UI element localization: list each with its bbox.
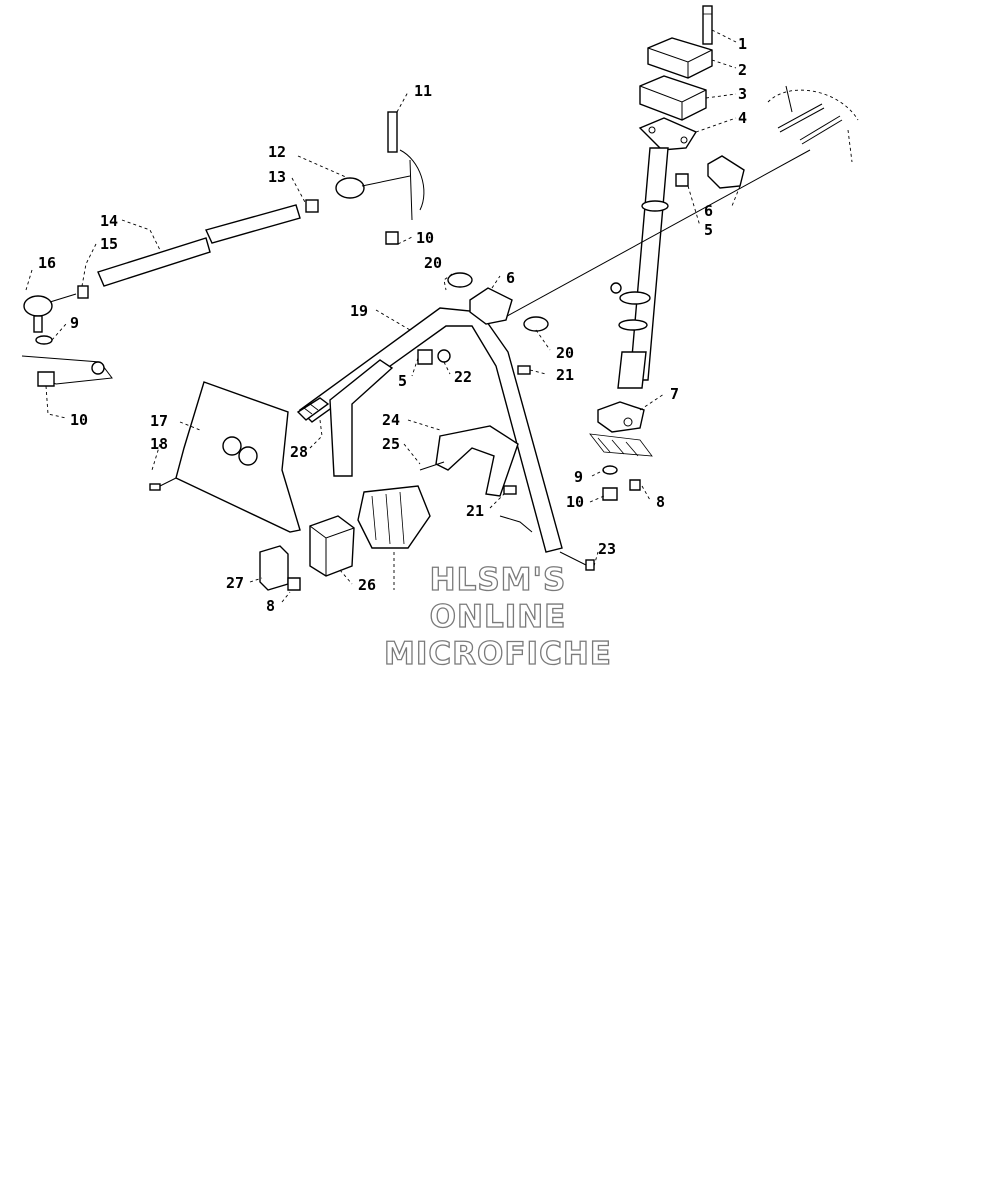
callout-21-lower: 21 [466,502,484,520]
bolt-part-11 [387,111,398,153]
bolt-part-18 [149,483,161,491]
nut-part-5-center [417,349,433,365]
lower-components [259,485,431,591]
callout-15: 15 [100,235,118,253]
regulator-assembly [357,485,431,549]
post-bushing [617,351,647,389]
jam-nut-part-15 [77,285,89,299]
callout-14: 14 [100,212,118,230]
steering-support-tube [298,307,563,553]
callout-24: 24 [382,411,400,429]
callout-25: 25 [382,435,400,453]
bolt-part-23 [585,559,595,571]
steering-support-frame [296,272,595,571]
callout-labels: 1 2 3 4 6 5 11 12 13 10 14 15 16 9 10 20… [38,35,747,615]
watermark-line-3: MICROFICHE [384,636,612,672]
jam-nut-part-13 [305,199,319,213]
callout-13: 13 [268,168,286,186]
callout-12: 12 [268,143,286,161]
callout-10-left: 10 [70,411,88,429]
callout-2: 2 [738,61,747,79]
callout-28: 28 [290,443,308,461]
grommet-part-20-lower [523,316,549,332]
callout-10-upper: 10 [416,229,434,247]
tie-rod-lower-section [97,237,211,287]
callout-8-lower: 8 [266,597,275,615]
box-part-26 [309,515,355,577]
bearing-block-upper [647,37,713,79]
post-collar-mid [619,291,651,305]
nut-part-10-lower [602,487,618,501]
tie-rod-upper-section [205,204,301,244]
watermark-line-2: ONLINE [430,599,567,635]
leader-lines [25,29,741,603]
bracket-part-27 [259,545,289,591]
bushing-part-22 [437,349,451,363]
callout-27: 27 [226,574,244,592]
steering-post-assembly [499,5,859,501]
nut-part-10-upper [385,231,399,245]
nut-part-8-right [629,479,641,491]
callout-3: 3 [738,85,747,103]
callout-22: 22 [454,368,472,386]
callout-1: 1 [738,35,747,53]
callout-6-center: 6 [506,269,515,287]
callout-16: 16 [38,254,56,272]
callout-26: 26 [358,576,376,594]
callout-21-upper: 21 [556,366,574,384]
post-collar-low [618,319,648,331]
support-leg [329,359,394,477]
bracket-part-28 [296,397,330,421]
stud-part-21-lower [503,485,517,495]
callout-9-left: 9 [70,314,79,332]
watermark-line-1: HLSM'S [430,562,567,598]
clamp-part-6-center [469,287,513,325]
tie-rod-assembly [21,111,425,387]
nut-part-10-left [37,371,55,387]
watermark: HLSM'S ONLINE MICROFICHE [383,561,612,672]
callout-20-upper: 20 [424,254,442,272]
callout-8-right: 8 [656,493,665,511]
callout-7: 7 [670,385,679,403]
bracket-part-24 [435,425,519,497]
bearing-block-lower [639,75,707,121]
callout-20-lower: 20 [556,344,574,362]
callout-19: 19 [350,302,368,320]
steering-plate [638,117,698,151]
clamp-part-6-right [707,155,745,189]
callout-10-lower: 10 [566,493,584,511]
callout-23: 23 [598,540,616,558]
post-collar-upper [641,200,669,212]
nut-part-8-lower [287,577,301,591]
callout-5-right: 5 [704,221,713,239]
steering-arm [597,401,645,433]
callout-17: 17 [150,412,168,430]
nut-part-5-upper [675,173,689,187]
tie-rod-end [23,295,53,317]
grommet-part-20-upper [447,272,473,288]
washer-part-9-left [35,335,53,345]
callout-18: 18 [150,435,168,453]
ball-joint-upper [335,177,365,199]
bolt-part-1 [702,5,713,45]
callout-6-right: 6 [704,202,713,220]
steering-post-shaft [629,147,669,381]
washer-part-9-lower [602,465,618,475]
callout-9-lower: 9 [574,468,583,486]
stud-part-21-upper [517,365,531,375]
callout-11: 11 [414,82,432,100]
callout-5-center: 5 [398,372,407,390]
callout-4: 4 [738,109,747,127]
shield-assembly [149,381,301,533]
shield-part-17 [175,381,301,533]
